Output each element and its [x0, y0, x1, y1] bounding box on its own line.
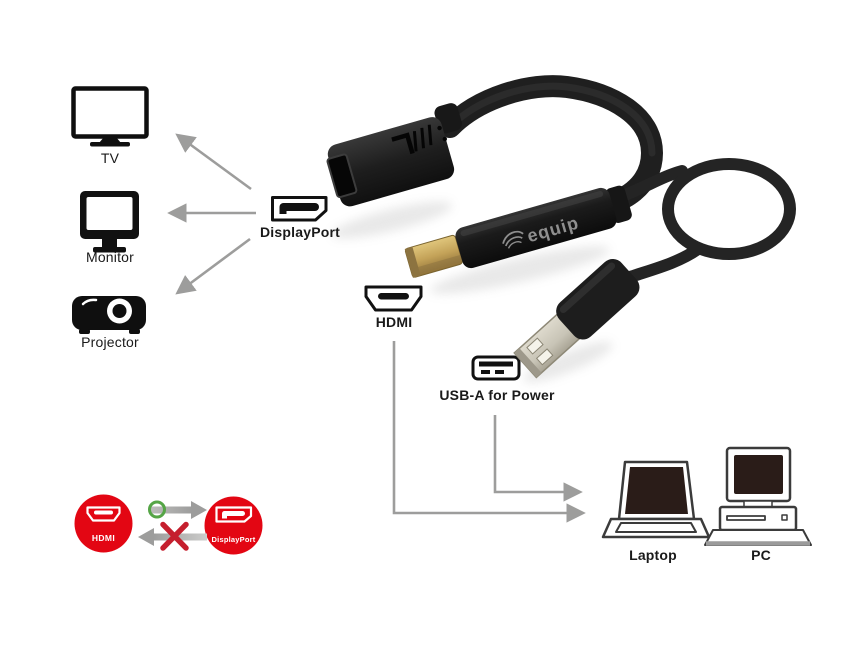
blocked-direction-arrow [138, 521, 207, 551]
dp-female-connector [326, 103, 462, 207]
displayport-label: DisplayPort [260, 224, 340, 240]
displayport-badge [204, 496, 263, 555]
hdmi-to-laptop-line [392, 341, 586, 523]
tv-label: TV [100, 150, 120, 166]
usb-a-icon [471, 355, 521, 381]
hdmi-icon [364, 285, 423, 312]
allowed-direction-arrow [148, 500, 207, 519]
laptop-label: Laptop [629, 547, 677, 563]
monitor-icon [80, 191, 139, 253]
pc-icon [704, 446, 812, 546]
hdmi-male-connector: equip [404, 185, 632, 278]
allowed-ring-icon [148, 500, 166, 519]
usb-label: USB-A for Power [439, 387, 555, 403]
displayport-badge-label: DisplayPort [212, 535, 256, 544]
projector-label: Projector [81, 334, 139, 350]
tv-icon [71, 86, 149, 147]
displayport-badge-icon [215, 506, 253, 523]
displayport-to-device-arrows [167, 133, 256, 295]
direction-badges: HDMI DisplayPort [74, 494, 263, 555]
pc-label: PC [751, 547, 771, 563]
displayport-icon [271, 196, 328, 222]
product-photo: equip [326, 75, 796, 383]
hdmi-label: HDMI [375, 314, 413, 330]
projector-icon [72, 296, 146, 334]
hdmi-badge-label: HDMI [92, 533, 115, 543]
usb-a-plug [513, 259, 640, 379]
usb-to-laptop-line [493, 415, 583, 502]
hdmi-badge-icon [86, 506, 121, 522]
monitor-label: Monitor [85, 249, 135, 265]
laptop-icon [601, 460, 711, 539]
hdmi-badge [74, 494, 133, 553]
blocked-x-icon [160, 521, 189, 551]
